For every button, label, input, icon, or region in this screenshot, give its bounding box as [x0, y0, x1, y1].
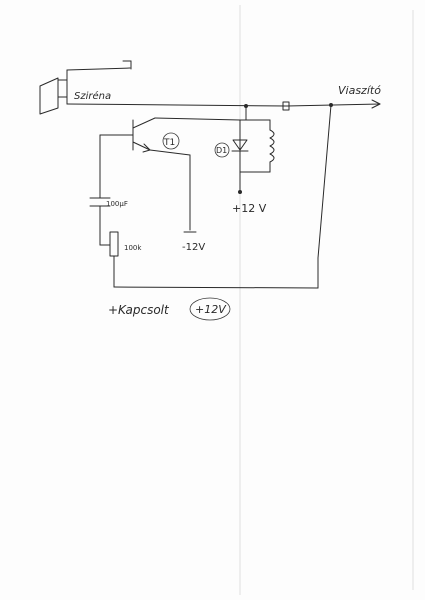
capacitor-label: 100µF — [106, 200, 128, 208]
resistor-icon — [109, 104, 332, 289]
switched-supply-label: +Kapcsolt — [108, 303, 170, 317]
relay-coil-branch — [238, 105, 275, 194]
top-signal-wire — [244, 99, 381, 111]
supply-transistor-label: -12V — [182, 242, 205, 253]
switched-supply: +Kapcsolt +12V — [108, 297, 231, 321]
output-label: Viaszító — [338, 84, 381, 97]
resistor-label: 100k — [124, 244, 142, 252]
speaker-label: Sziréna — [74, 90, 111, 102]
speaker-icon — [39, 60, 288, 115]
switched-voltage-label: +12V — [195, 303, 227, 316]
capacitor-icon — [89, 134, 111, 246]
transistor-label: T1 — [163, 138, 175, 148]
supply-relay-label: +12 V — [232, 202, 267, 215]
diode-label: D1 — [216, 146, 227, 155]
transistor-icon — [99, 117, 241, 233]
diode-icon — [214, 139, 249, 158]
